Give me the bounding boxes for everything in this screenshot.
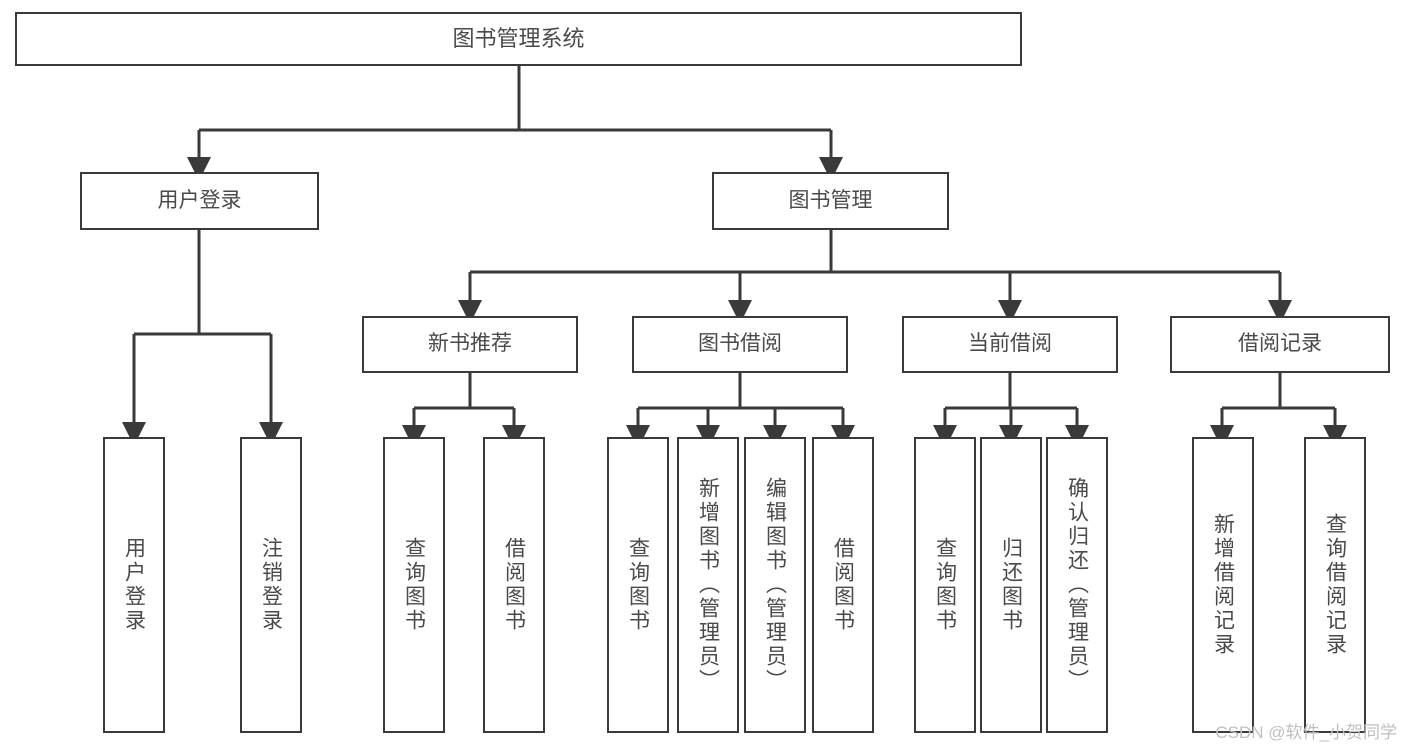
node-label: 用户登录 <box>157 188 242 212</box>
node-label: 确认归还（管理员） <box>1065 477 1089 693</box>
leaf-current-return-book[interactable]: 归还图书 <box>980 437 1042 733</box>
node-label: 新书推荐 <box>428 332 512 356</box>
node-borrow-record[interactable]: 借阅记录 <box>1170 316 1390 373</box>
node-label: 当前借阅 <box>968 332 1052 356</box>
leaf-borrow-query-book[interactable]: 查询图书 <box>607 437 669 733</box>
node-label: 查询图书 <box>402 537 426 633</box>
node-label: 新增图书（管理员） <box>696 477 720 693</box>
node-label: 查询借阅记录 <box>1323 513 1347 657</box>
leaf-record-add-record[interactable]: 新增借阅记录 <box>1192 437 1254 733</box>
node-label: 图书借阅 <box>698 332 782 356</box>
node-label: 注销登录 <box>259 537 283 633</box>
leaf-current-query-book[interactable]: 查询图书 <box>914 437 976 733</box>
leaf-borrow-edit-book-admin[interactable]: 编辑图书（管理员） <box>744 437 806 733</box>
node-root-system[interactable]: 图书管理系统 <box>15 12 1022 66</box>
node-label: 借阅图书 <box>831 537 855 633</box>
node-label: 图书管理系统 <box>452 26 585 52</box>
watermark: CSDN @软件_小贺同学 <box>1215 723 1397 742</box>
leaf-current-confirm-return-admin[interactable]: 确认归还（管理员） <box>1046 437 1108 733</box>
node-new-book-recommend[interactable]: 新书推荐 <box>362 316 578 373</box>
node-book-borrow[interactable]: 图书借阅 <box>632 316 848 373</box>
leaf-recommend-borrow-book[interactable]: 借阅图书 <box>483 437 545 733</box>
node-label: 新增借阅记录 <box>1211 513 1235 657</box>
node-label: 查询图书 <box>626 537 650 633</box>
leaf-record-query-record[interactable]: 查询借阅记录 <box>1304 437 1366 733</box>
node-label: 归还图书 <box>999 537 1023 633</box>
node-label: 用户登录 <box>122 537 146 633</box>
node-current-borrow[interactable]: 当前借阅 <box>902 316 1118 373</box>
node-label: 查询图书 <box>933 537 957 633</box>
leaf-borrow-add-book-admin[interactable]: 新增图书（管理员） <box>677 437 739 733</box>
node-label: 图书管理 <box>788 188 873 212</box>
leaf-recommend-query-book[interactable]: 查询图书 <box>383 437 445 733</box>
node-label: 编辑图书（管理员） <box>763 477 787 693</box>
leaf-user-login-logout[interactable]: 注销登录 <box>240 437 302 733</box>
leaf-user-login-login[interactable]: 用户登录 <box>103 437 165 733</box>
leaf-borrow-borrow-book[interactable]: 借阅图书 <box>812 437 874 733</box>
node-book-management[interactable]: 图书管理 <box>712 172 949 230</box>
node-label: 借阅记录 <box>1238 332 1322 356</box>
node-user-login[interactable]: 用户登录 <box>80 172 319 230</box>
node-label: 借阅图书 <box>502 537 526 633</box>
